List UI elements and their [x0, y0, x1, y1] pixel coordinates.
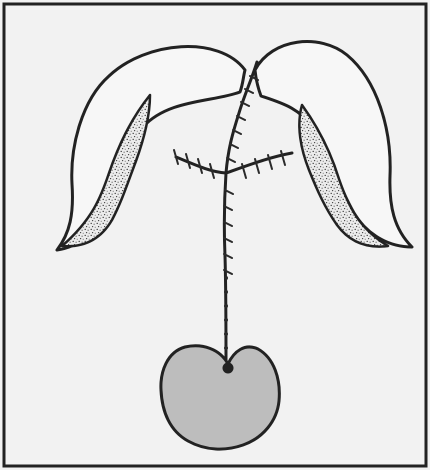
gray-rounded-mass [161, 346, 279, 449]
mass-apex [223, 363, 234, 374]
